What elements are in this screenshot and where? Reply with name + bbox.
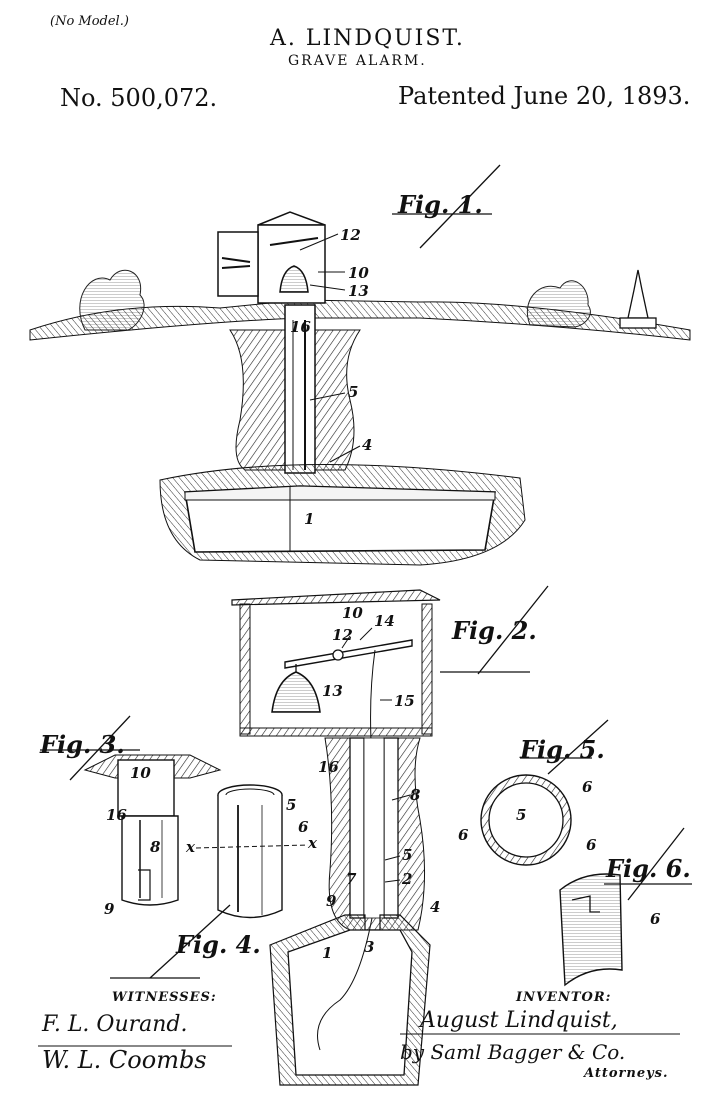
inventor-label: INVENTOR: <box>516 990 612 1005</box>
witness-1-signature: F. L. Ourand. <box>42 1012 188 1037</box>
figure-5-label: Fig. 5. <box>520 735 605 764</box>
figure-6-label: Fig. 6. <box>606 854 691 883</box>
ref-number: 5 <box>516 806 527 824</box>
ref-number: 10 <box>342 604 363 622</box>
witness-2-signature: W. L. Coombs <box>42 1046 207 1074</box>
ref-number: 6 <box>586 836 597 854</box>
figure-4-drawing <box>110 784 309 979</box>
figure-3-label: Fig. 3. <box>40 730 125 759</box>
ref-number: 15 <box>394 692 415 710</box>
figure-2-drawing <box>231 585 549 1086</box>
model-note: (No Model.) <box>50 14 129 29</box>
figure-2-label: Fig. 2. <box>452 616 537 645</box>
ref-number: 9 <box>326 892 337 910</box>
ref-number: 8 <box>150 838 161 856</box>
ref-number: 14 <box>374 612 395 630</box>
ref-number: 7 <box>346 870 357 888</box>
patent-date: Patented June 20, 1893. <box>398 82 691 110</box>
ref-number: 10 <box>348 264 369 282</box>
figure-1-drawing <box>29 164 691 566</box>
ref-number: 1 <box>322 944 333 962</box>
ref-number: 16 <box>290 318 311 336</box>
figure-1-label: Fig. 1. <box>398 190 483 219</box>
ref-number: 1 <box>304 510 315 528</box>
ref-number: 10 <box>130 764 151 782</box>
ref-number: 16 <box>106 806 127 824</box>
ref-number: 16 <box>318 758 339 776</box>
figure-5-drawing <box>480 719 609 866</box>
attorney-signature: by Saml Bagger & Co. <box>400 1040 626 1064</box>
inventor-name: A. LINDQUIST. <box>270 26 465 51</box>
patent-title: GRAVE ALARM. <box>288 53 427 69</box>
ref-number: 6 <box>458 826 469 844</box>
ref-number: x <box>186 838 195 856</box>
ref-number: 6 <box>298 818 309 836</box>
attorney-label: Attorneys. <box>584 1066 669 1081</box>
ref-number: 6 <box>582 778 593 796</box>
ref-number: 5 <box>348 383 359 401</box>
figure-4-label: Fig. 4. <box>176 930 261 959</box>
ref-number: x <box>308 834 317 852</box>
ref-number: 5 <box>402 846 413 864</box>
ref-number: 12 <box>332 626 353 644</box>
ref-number: 8 <box>410 786 421 804</box>
ref-number: 9 <box>104 900 115 918</box>
ref-number: 5 <box>286 796 297 814</box>
ref-number: 12 <box>340 226 361 244</box>
inventor-signature: August Lindquist, <box>420 1008 618 1033</box>
ref-number: 13 <box>322 682 343 700</box>
witnesses-label: WITNESSES: <box>112 990 217 1005</box>
ref-number: 2 <box>402 870 413 888</box>
ref-number: 13 <box>348 282 369 300</box>
ref-number: 4 <box>362 436 373 454</box>
ref-number: 6 <box>650 910 661 928</box>
figure-3-drawing <box>40 715 222 906</box>
ref-number: 3 <box>364 938 375 956</box>
patent-number: No. 500,072. <box>60 84 218 112</box>
figure-6-drawing <box>559 827 692 987</box>
ref-number: 4 <box>430 898 441 916</box>
